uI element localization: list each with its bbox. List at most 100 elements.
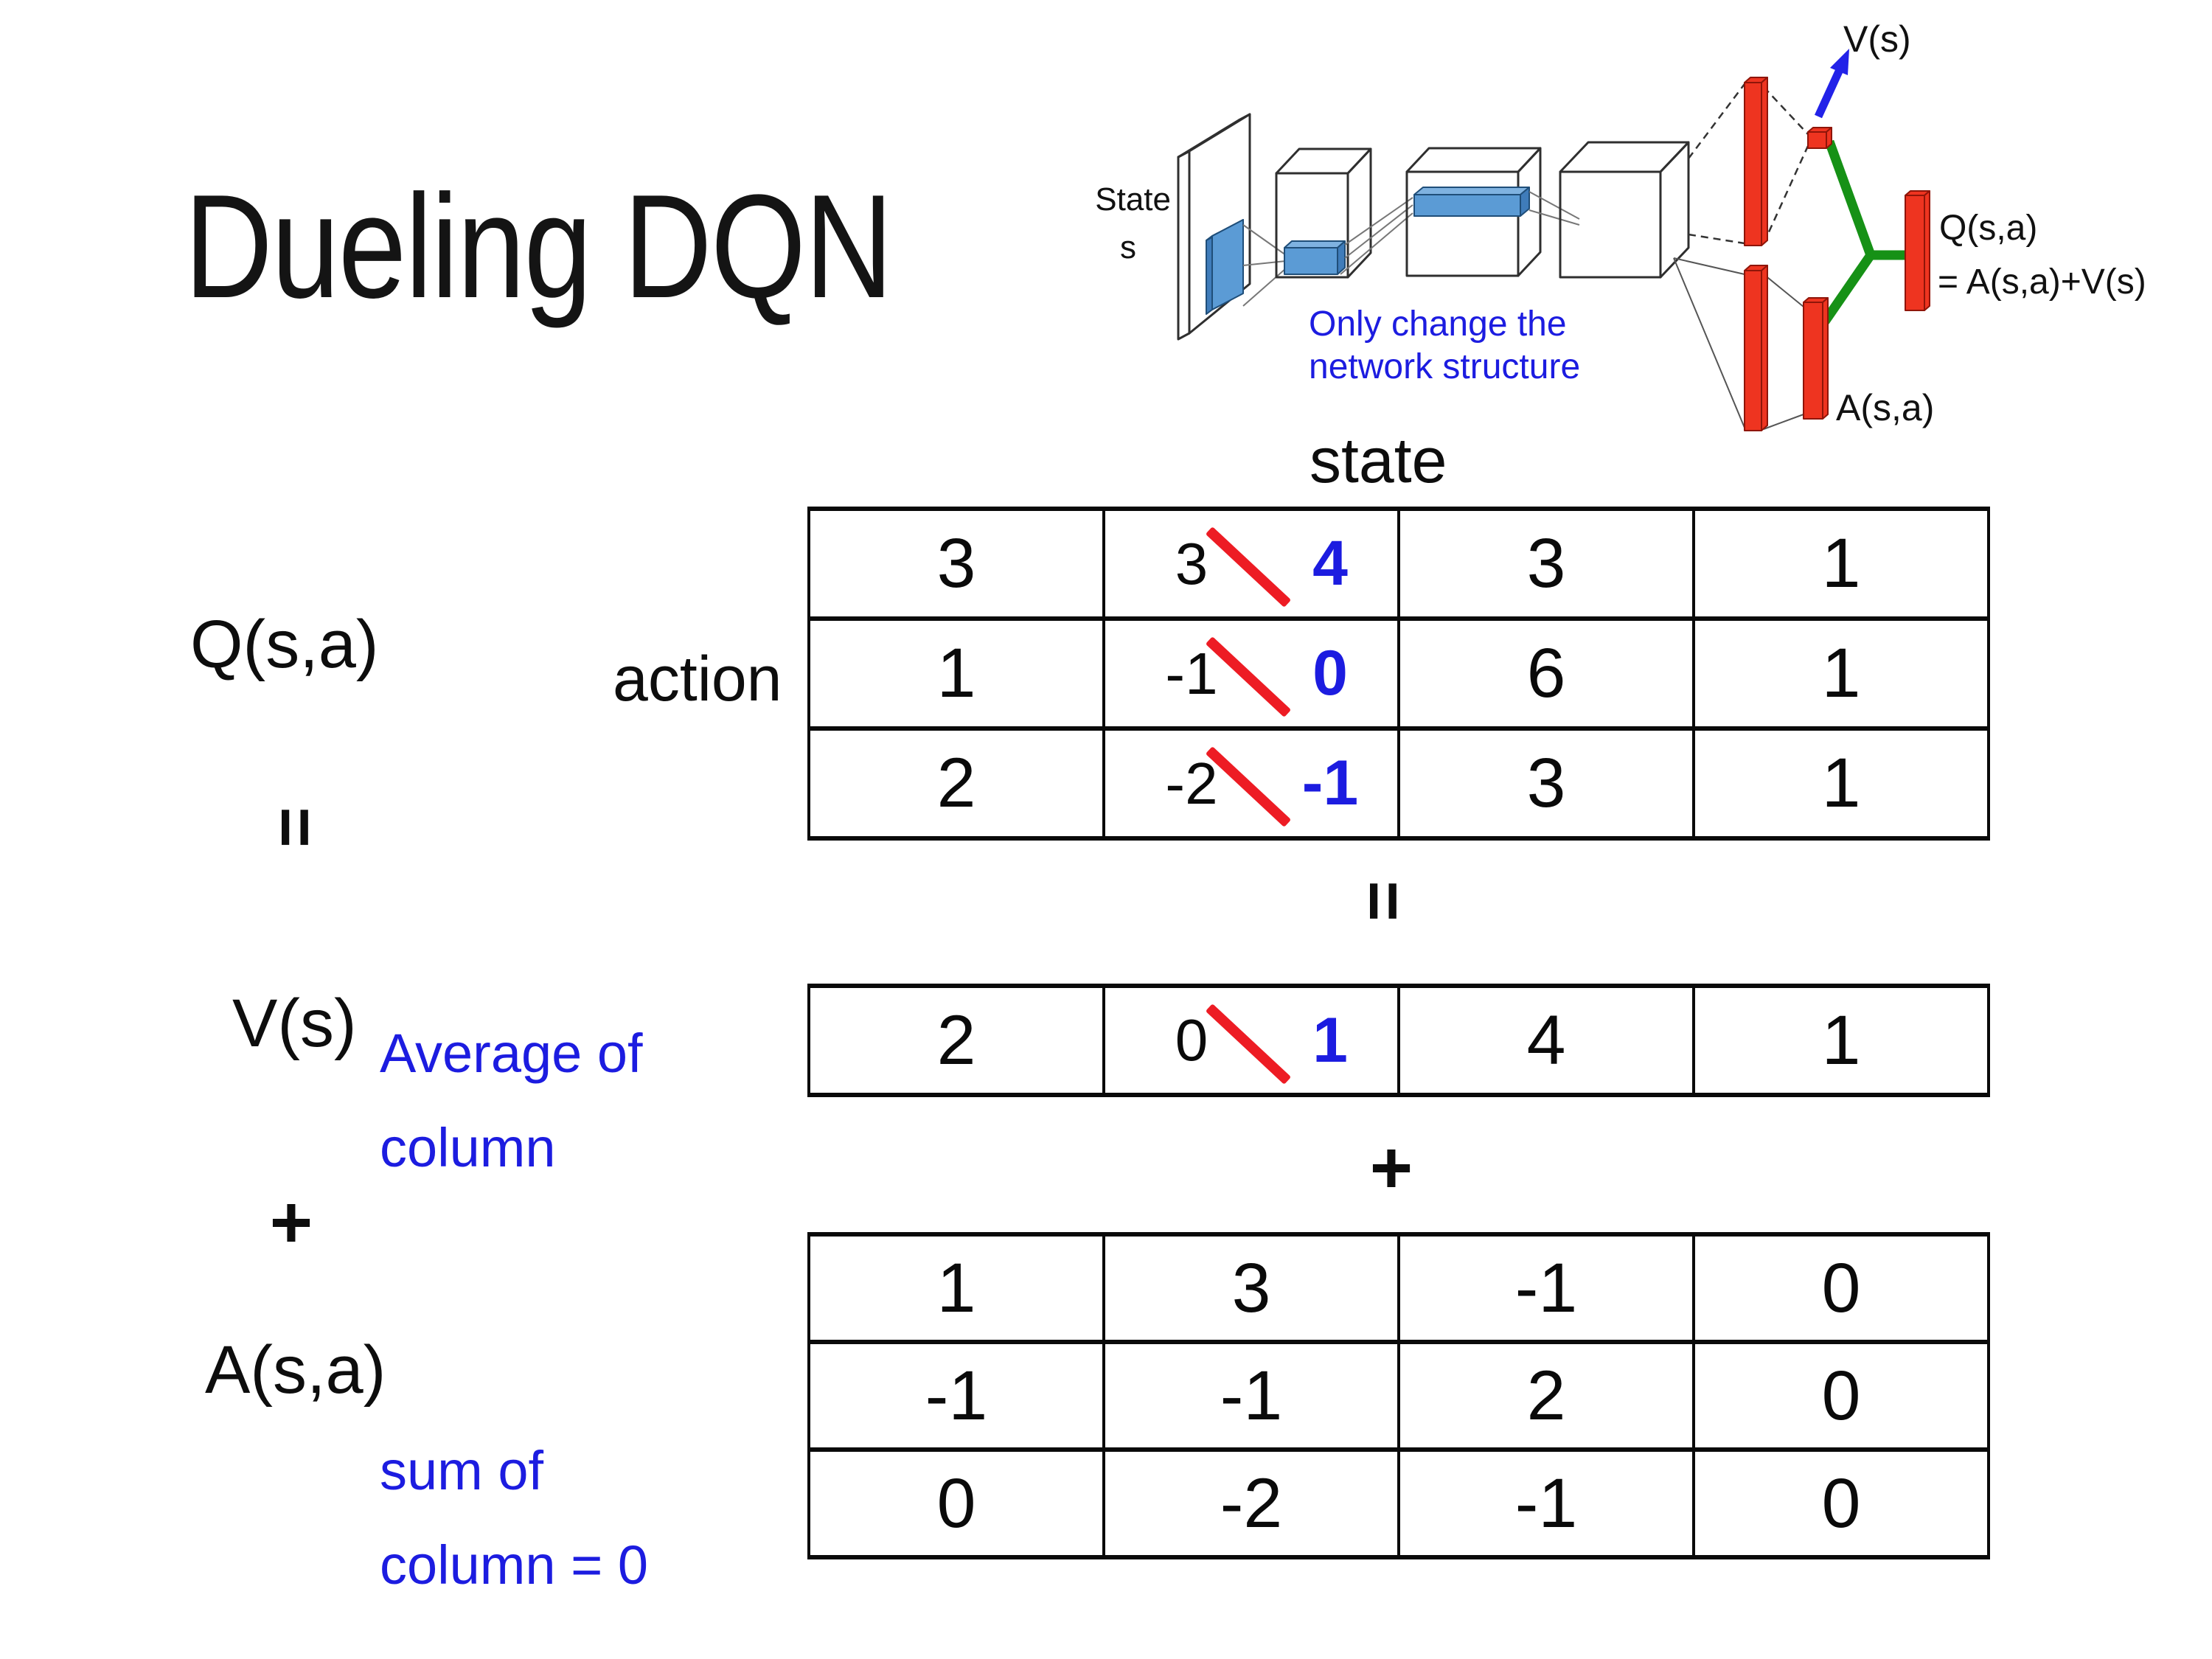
q-cell-corrected: 3 4 (1102, 507, 1400, 621)
cell-value: 1 (936, 1248, 976, 1327)
a-cell: 2 (1397, 1340, 1695, 1452)
diagram-state-label: State (1095, 181, 1171, 218)
diagram-a-output-label: A(s,a) (1836, 387, 1934, 428)
q-table-row: 2 -2 -1 3 1 (807, 726, 1990, 841)
cell-value: 3 (1231, 1248, 1271, 1327)
a-cell: 3 (1102, 1232, 1400, 1344)
q-cell: 3 (1397, 726, 1695, 841)
dashed-links-value-stream (1688, 83, 1809, 245)
cell-value: 0 (1821, 1464, 1861, 1543)
corrected-value: 1 (1312, 1004, 1348, 1076)
q-function-label: Q(s,a) (190, 607, 379, 682)
old-value: 3 (1175, 530, 1208, 597)
v-cell-corrected: 0 1 (1102, 984, 1400, 1097)
q-cell: 3 (1397, 507, 1695, 621)
cell-value: 0 (936, 1464, 976, 1543)
cell-value: 1 (1821, 634, 1861, 712)
diagram-state-sub: s (1120, 229, 1136, 265)
a-cell: -2 (1102, 1447, 1400, 1559)
old-value: -2 (1165, 750, 1218, 816)
cell-value: -1 (1514, 1248, 1578, 1327)
fc-bar-value-stream (1744, 77, 1768, 246)
solid-links-advantage-stream (1673, 257, 1804, 430)
plus-mid: + (1369, 1127, 1413, 1209)
conv-box-2 (1405, 147, 1542, 277)
q-table: 3 3 4 3 1 1 -1 0 6 1 2 (807, 507, 1990, 841)
old-value: -1 (1165, 640, 1218, 706)
projection-lines-1 (1242, 224, 1287, 307)
a-cell: 0 (807, 1447, 1105, 1559)
corrected-value: -1 (1301, 748, 1359, 818)
q-cell: 1 (1692, 726, 1990, 841)
sum-note-line1: sum of (380, 1440, 544, 1501)
network-diagram: State s Only change the network structur… (1095, 18, 2146, 431)
sum-note-line2: column = 0 (380, 1534, 649, 1596)
v-row-table: 2 0 1 4 1 (807, 984, 1990, 1097)
cell-value: 3 (1526, 744, 1566, 822)
plus-left: + (269, 1181, 313, 1264)
cell-value: 1 (1821, 744, 1861, 822)
q-table-row: 3 3 4 3 1 (807, 507, 1990, 621)
cell-value: 1 (1821, 524, 1861, 602)
cell-value: 2 (1526, 1356, 1566, 1435)
advantage-function-label: A(s,a) (205, 1332, 386, 1408)
a-table-row: 0 -2 -1 0 (807, 1447, 1990, 1559)
average-note-line1: Average of (380, 1023, 643, 1084)
a-table: 1 3 -1 0 -1 -1 2 0 0 -2 -1 0 (807, 1232, 1990, 1559)
cell-value: 2 (936, 744, 976, 822)
equals-rotated-mid: = (1344, 880, 1423, 922)
diagram-q-output-line1: Q(s,a) (1939, 209, 2037, 248)
a-cell: 0 (1692, 1340, 1990, 1452)
q-cell: 2 (807, 726, 1105, 841)
a-cell: 0 (1692, 1447, 1990, 1559)
page-title: Dueling DQN (184, 164, 893, 329)
conv-filter-icon (1206, 219, 1244, 315)
cell-value: 1 (1821, 1001, 1861, 1079)
diagram-q-output-line2: = A(s,a)+V(s) (1938, 262, 2146, 302)
value-arrow-icon (1814, 49, 1849, 119)
q-cell: 3 (807, 507, 1105, 621)
q-table-row: 1 -1 0 6 1 (807, 616, 1990, 731)
feature-bar-1 (1284, 240, 1346, 275)
state-axis-label: state (1310, 425, 1447, 496)
v-cell: 4 (1397, 984, 1695, 1097)
a-cell: -1 (1102, 1340, 1400, 1452)
a-cell: 0 (1692, 1232, 1990, 1344)
cell-value: 4 (1526, 1001, 1566, 1079)
cell-value: 3 (936, 524, 976, 602)
cell-value: 3 (1526, 524, 1566, 602)
feature-bar-2 (1413, 187, 1530, 217)
corrected-value: 0 (1312, 638, 1348, 709)
projection-lines-3 (1528, 191, 1580, 226)
diagram-note-line2: network structure (1309, 347, 1580, 386)
q-output-bar (1905, 190, 1930, 311)
a-table-row: 1 3 -1 0 (807, 1232, 1990, 1344)
cell-value: 1 (936, 634, 976, 712)
cell-value: 6 (1526, 634, 1566, 712)
cell-value: 2 (936, 1001, 976, 1079)
conv-box-3 (1559, 141, 1690, 279)
q-cell-corrected: -2 -1 (1102, 726, 1400, 841)
corrected-value: 4 (1312, 528, 1348, 599)
diagram-note-line1: Only change the (1309, 305, 1567, 344)
cell-value: -1 (1514, 1464, 1578, 1543)
average-note-line2: column (380, 1117, 556, 1178)
v-row: 2 0 1 4 1 (807, 984, 1990, 1097)
old-value: 0 (1175, 1007, 1208, 1073)
cell-value: -2 (1220, 1464, 1283, 1543)
merge-connector (1820, 139, 1905, 324)
value-node (1807, 127, 1832, 149)
equals-rotated-left: = (256, 807, 335, 848)
cell-value: 0 (1821, 1248, 1861, 1327)
a-table-row: -1 -1 2 0 (807, 1340, 1990, 1452)
q-cell: 1 (1692, 616, 1990, 731)
cell-value: -1 (1220, 1356, 1283, 1435)
q-cell: 1 (1692, 507, 1990, 621)
v-cell: 2 (807, 984, 1105, 1097)
v-cell: 1 (1692, 984, 1990, 1097)
cell-value: 0 (1821, 1356, 1861, 1435)
projection-lines-2 (1340, 197, 1413, 275)
a-cell: -1 (1397, 1232, 1695, 1344)
cell-value: -1 (925, 1356, 988, 1435)
